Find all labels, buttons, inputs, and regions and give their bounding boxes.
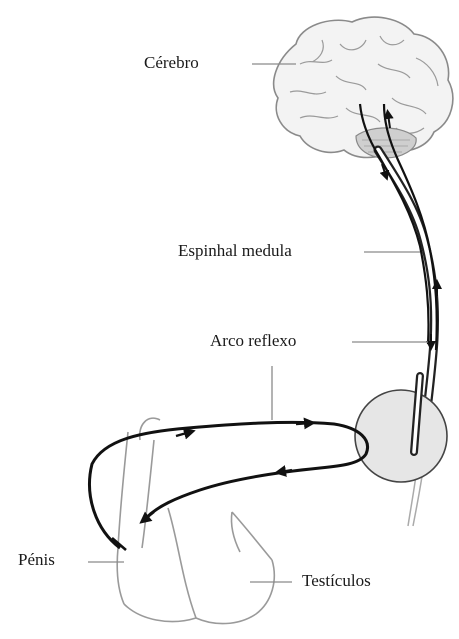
sacral-region-circle (355, 390, 447, 482)
brain-label: Cérebro (144, 54, 199, 71)
spinal-cord-label: Espinhal medula (178, 242, 292, 259)
testicles-label: Testículos (302, 572, 371, 589)
reflex-arc-path (90, 422, 368, 550)
genital-outline (117, 418, 274, 623)
reflex-arc-label: Arco reflexo (210, 332, 296, 349)
brain-illustration (274, 17, 453, 158)
penis-label: Pénis (18, 551, 55, 568)
